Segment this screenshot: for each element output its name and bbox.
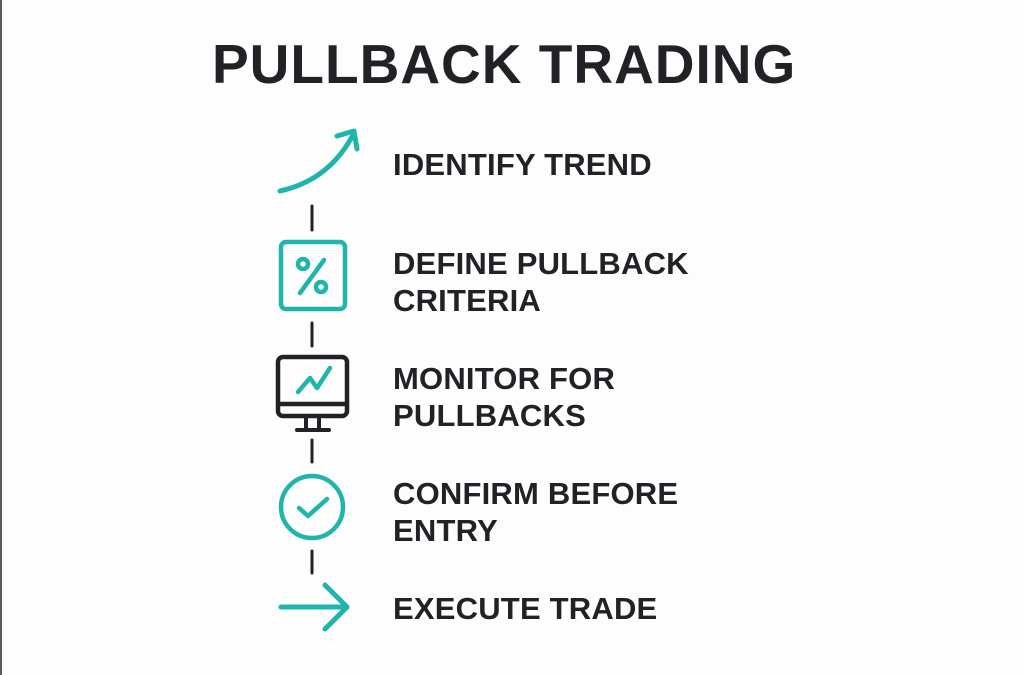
step-label-line: EXECUTE TRADE (393, 591, 658, 626)
step-label-line: CRITERIA (393, 283, 541, 318)
step-label-line: PULLBACKS (393, 398, 586, 433)
trend-up-arrow-icon (277, 128, 360, 194)
step-define-pullback-criteria-label: DEFINE PULLBACK CRITERIA (393, 245, 689, 319)
percent-box-icon (278, 239, 348, 312)
monitor-chart-icon (275, 354, 350, 432)
check-circle-icon (278, 473, 346, 541)
page-title: PULLBACK TRADING (212, 33, 797, 95)
step-label-line: CONFIRM BEFORE (393, 476, 679, 511)
step-label-line: DEFINE PULLBACK (393, 246, 689, 281)
right-arrow-icon (278, 582, 350, 632)
step-execute-trade-label: EXECUTE TRADE (393, 590, 657, 627)
step-label-line: MONITOR FOR (393, 361, 616, 396)
left-border (0, 0, 2, 675)
step-label-line: IDENTIFY TREND (393, 147, 652, 182)
step-monitor-for-pullbacks-label: MONITOR FOR PULLBACKS (393, 360, 615, 434)
step-confirm-before-entry-label: CONFIRM BEFORE ENTRY (393, 475, 678, 549)
step-identify-trend-label: IDENTIFY TREND (393, 146, 652, 183)
step-label-line: ENTRY (393, 513, 498, 548)
